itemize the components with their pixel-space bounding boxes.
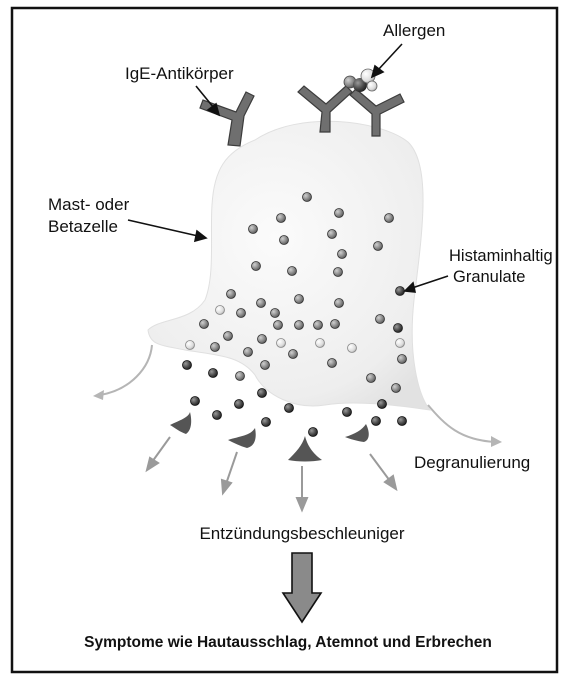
release-arrows <box>147 437 396 510</box>
granule-label-line1: Histaminhaltig <box>449 247 553 265</box>
granule <box>237 309 246 318</box>
granule <box>367 374 376 383</box>
granule <box>216 306 225 315</box>
inflammation-mediator-label: Entzündungsbeschleuniger <box>199 524 404 543</box>
granule <box>200 320 209 329</box>
allergen-pointer <box>378 44 402 70</box>
release-arrow-head <box>222 480 231 493</box>
release-arrow-head <box>147 458 158 470</box>
granule <box>335 299 344 308</box>
granule <box>236 372 245 381</box>
granule-pointer <box>412 276 448 288</box>
granule <box>348 344 357 353</box>
granule <box>244 348 253 357</box>
granule <box>289 350 298 359</box>
granule <box>334 268 343 277</box>
granule <box>385 214 394 223</box>
cell-tail-right-arrowhead <box>491 436 502 447</box>
release-arrow <box>226 452 237 484</box>
granule <box>213 411 222 420</box>
granule <box>280 236 289 245</box>
granule <box>257 299 266 308</box>
granule <box>186 341 195 350</box>
ige-antibody-label: IgE-Antikörper <box>125 64 234 83</box>
granule <box>224 332 233 341</box>
mast-cell-label-line1: Mast- oder <box>48 195 130 214</box>
allergen-pointer-head <box>372 66 383 77</box>
granule <box>258 389 267 398</box>
degranulation-label: Degranulierung <box>414 453 530 472</box>
granule <box>235 400 244 409</box>
granule <box>303 193 312 202</box>
granule <box>396 287 405 296</box>
granule <box>252 262 261 271</box>
granule <box>209 369 218 378</box>
granule <box>227 290 236 299</box>
granule <box>394 324 403 333</box>
granule <box>374 242 383 251</box>
granule <box>396 339 405 348</box>
allergen-label: Allergen <box>383 21 445 40</box>
cell-tail-left-arrowhead <box>93 390 104 400</box>
granule <box>378 400 387 409</box>
granule <box>295 321 304 330</box>
granule <box>183 361 192 370</box>
mast-cell-pointer <box>128 220 198 236</box>
granule <box>331 320 340 329</box>
granule-label-line2: Granulate <box>453 268 525 286</box>
granule <box>274 321 283 330</box>
granule <box>398 355 407 364</box>
cell-tail-left <box>100 345 152 395</box>
granule <box>277 214 286 223</box>
granule <box>338 250 347 259</box>
release-arrow <box>152 437 170 462</box>
mast-cell-label-line2: Betazelle <box>48 217 118 236</box>
granule <box>314 321 323 330</box>
granule <box>285 404 294 413</box>
mast-cell-pointer-head <box>195 231 206 241</box>
release-arrow-head <box>297 498 307 510</box>
granule <box>309 428 318 437</box>
granule <box>191 397 200 406</box>
granule <box>316 339 325 348</box>
symptoms-label: Symptome wie Hautausschlag, Atemnot und … <box>84 634 492 651</box>
granule <box>328 230 337 239</box>
granule <box>295 295 304 304</box>
granule <box>398 417 407 426</box>
release-arrow <box>370 454 390 481</box>
cell-tail-right <box>428 405 495 442</box>
granule <box>328 359 337 368</box>
granule <box>343 408 352 417</box>
granule <box>249 225 258 234</box>
granule <box>211 343 220 352</box>
granule <box>262 418 271 427</box>
granule <box>392 384 401 393</box>
granule <box>261 361 270 370</box>
granule <box>376 315 385 324</box>
granule <box>271 309 280 318</box>
granule <box>372 417 381 426</box>
granule <box>258 335 267 344</box>
granule <box>277 339 286 348</box>
granule <box>335 209 344 218</box>
granule <box>288 267 297 276</box>
outcome-arrow-icon <box>283 553 321 622</box>
